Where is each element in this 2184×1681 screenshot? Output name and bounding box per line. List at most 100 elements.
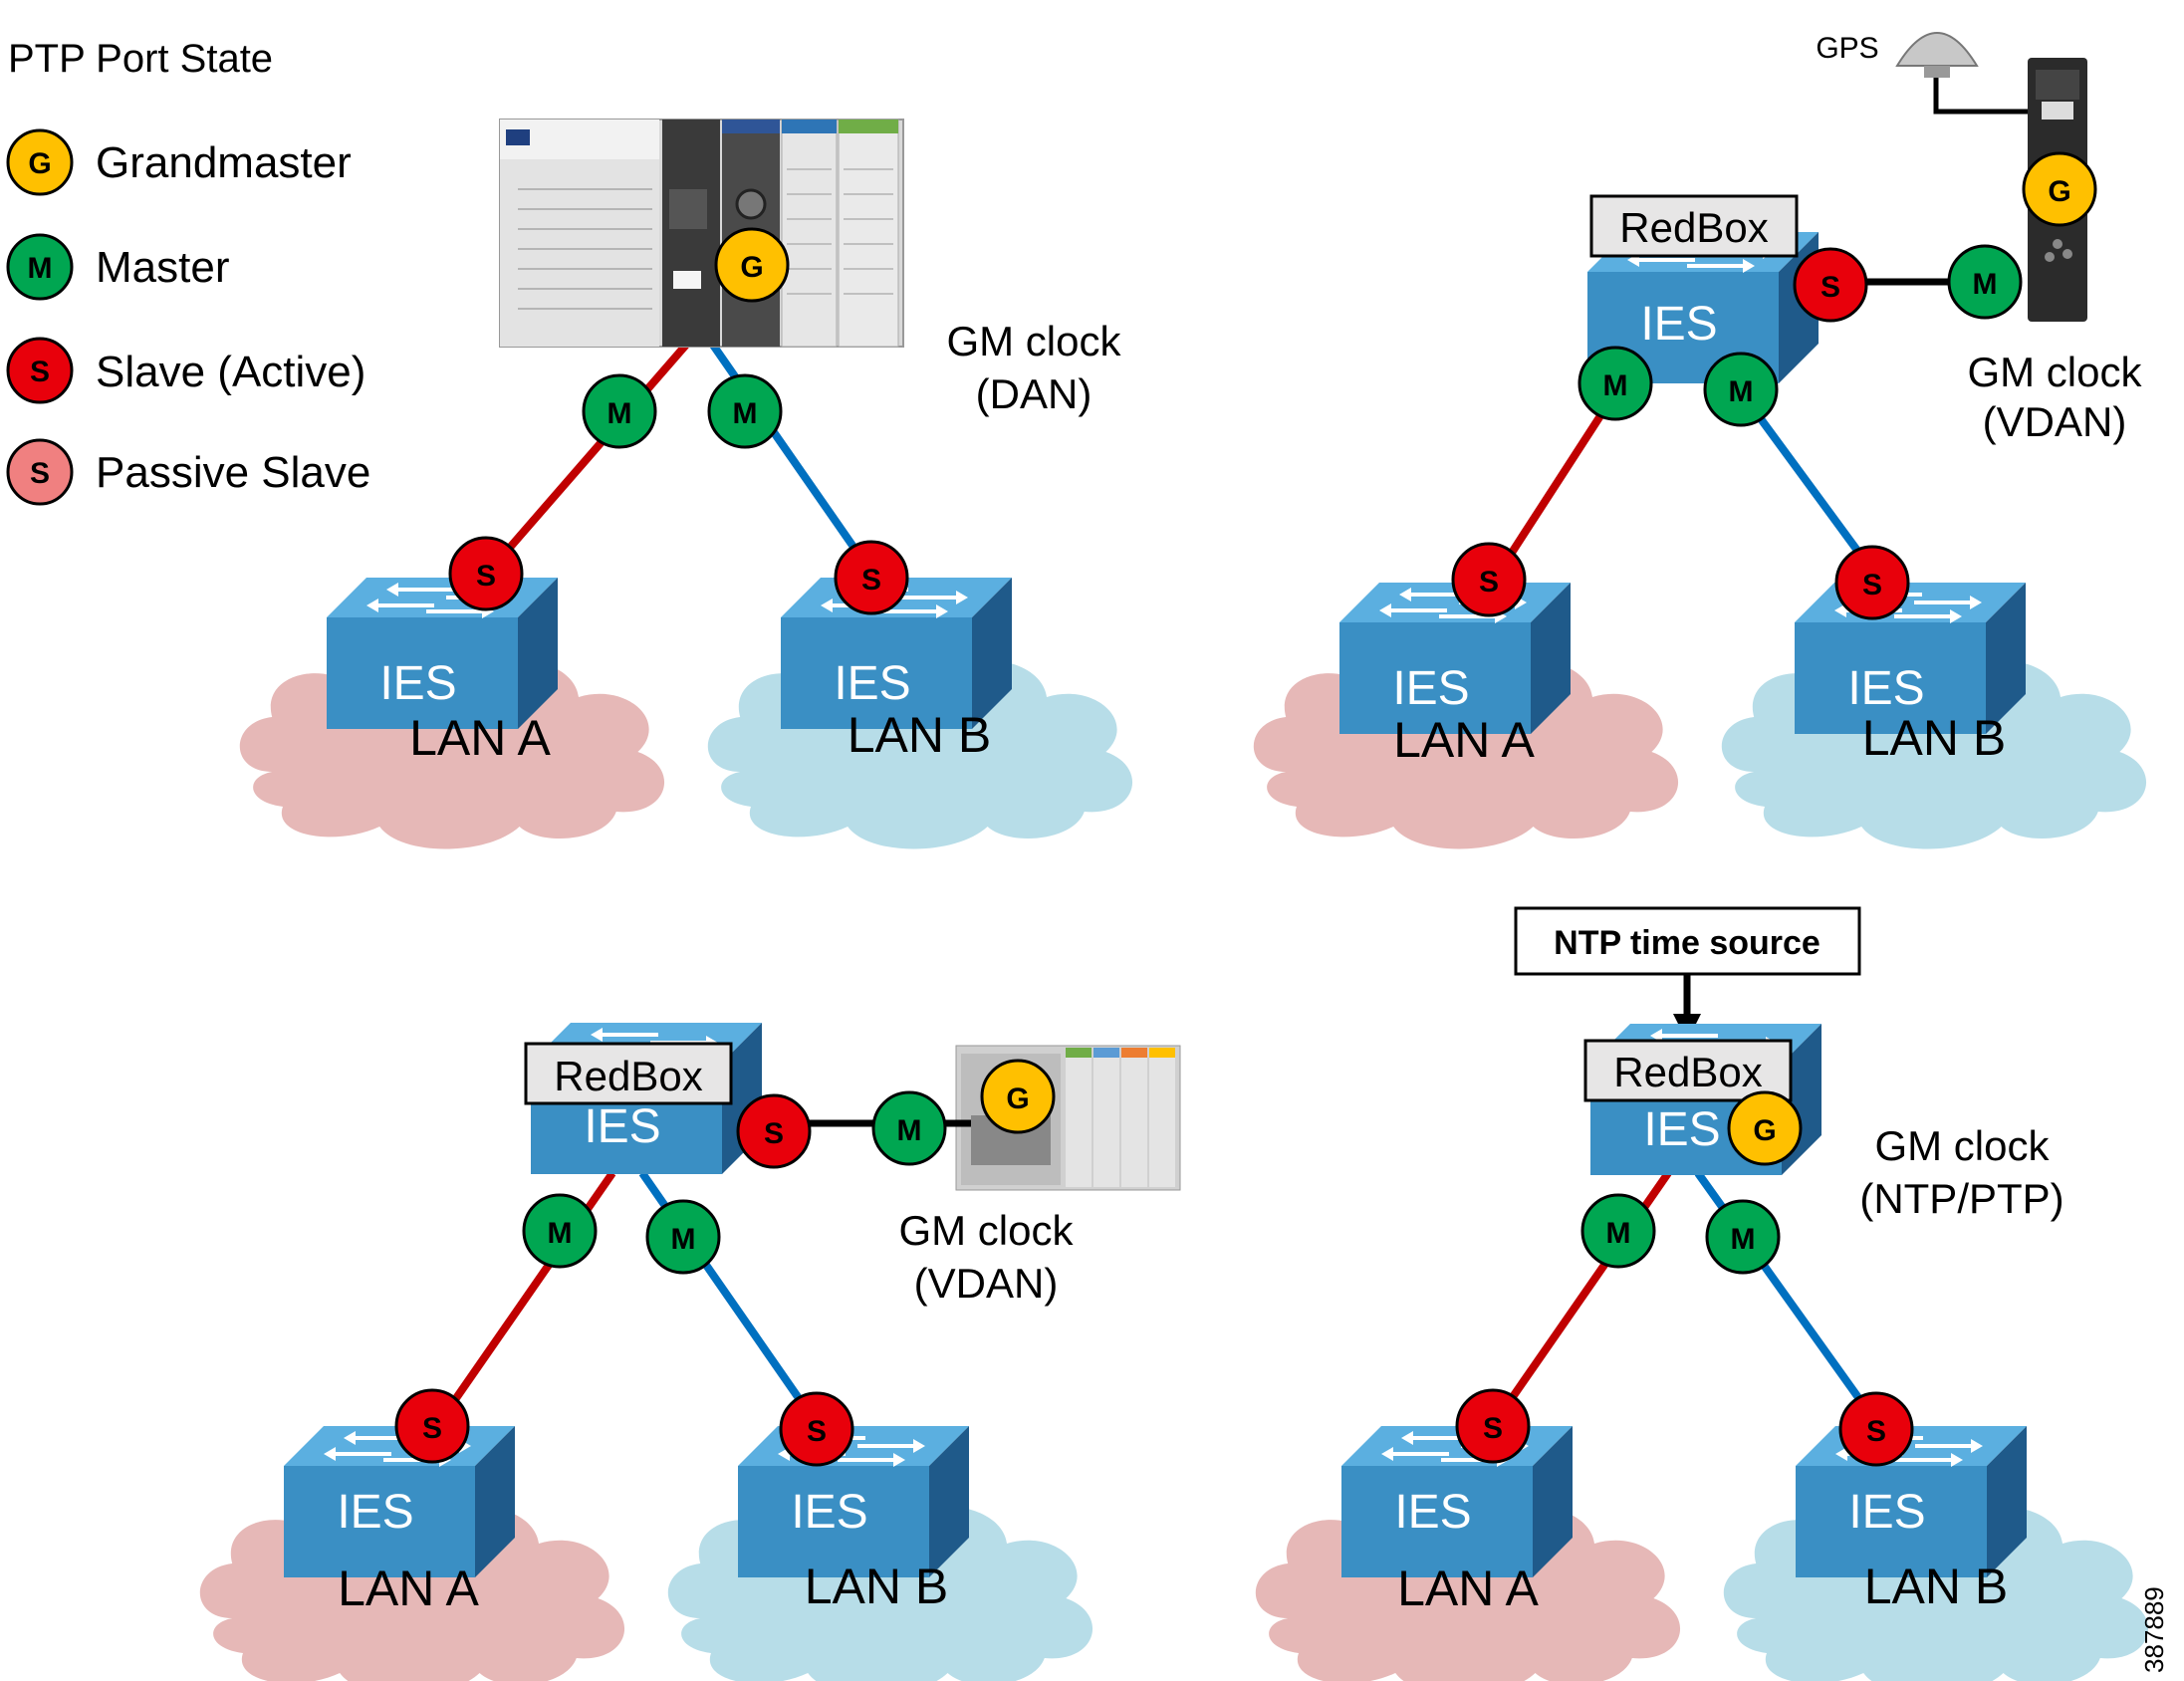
svg-text:S: S: [861, 564, 881, 597]
gm-clock-type-label: (DAN): [976, 370, 1092, 417]
slave-badge: S: [448, 536, 524, 611]
panel-top-left: IES IES: [239, 119, 1133, 849]
master-badge: M: [1703, 352, 1779, 427]
legend-letter: S: [30, 356, 50, 388]
master-badge: M: [707, 373, 783, 449]
lan-b-label: LAN B: [805, 1559, 949, 1614]
svg-text:M: M: [897, 1114, 922, 1147]
switch-label: IES: [337, 1486, 413, 1539]
svg-text:S: S: [1479, 566, 1499, 599]
legend: PTP Port State G Grandmaster M Master S …: [6, 37, 370, 506]
svg-text:M: M: [1973, 268, 1998, 301]
svg-text:S: S: [764, 1117, 784, 1150]
figure-id: 387889: [2139, 1586, 2169, 1673]
switch-label: IES: [584, 1100, 660, 1153]
redbox-label-box: RedBox: [524, 1042, 733, 1105]
panel-bottom-right: NTP time source IES RedBox IES IES G M: [1255, 906, 2149, 1681]
ntp-source-box: NTP time source: [1514, 906, 1861, 976]
master-badge: M: [645, 1199, 721, 1275]
gm-clock-label: GM clock: [1874, 1122, 2050, 1169]
legend-item-grandmaster: G Grandmaster: [6, 128, 352, 196]
switch-label: IES: [834, 657, 910, 710]
master-badge: M: [1705, 1199, 1781, 1275]
svg-text:G: G: [740, 251, 763, 284]
gps-antenna-icon: [1895, 32, 2038, 115]
grandmaster-badge: G: [714, 227, 790, 303]
ies-switch-icon: IES: [282, 1424, 517, 1579]
svg-text:RedBox: RedBox: [554, 1053, 702, 1099]
slave-badge: S: [1793, 247, 1868, 323]
redbox-switch-icon: IES: [529, 1021, 764, 1176]
legend-label: Grandmaster: [96, 138, 352, 187]
legend-label: Slave (Active): [96, 348, 365, 396]
svg-text:M: M: [548, 1217, 573, 1250]
legend-letter: M: [28, 252, 53, 285]
redbox-switch-icon: IES: [1585, 230, 1820, 385]
slave-badge: S: [736, 1093, 812, 1169]
slave-badge: S: [1451, 542, 1527, 617]
master-badge: M: [522, 1193, 598, 1269]
slave-badge: S: [1834, 545, 1910, 620]
master-badge: M: [871, 1090, 947, 1166]
lan-b-label: LAN B: [1862, 710, 2007, 766]
svg-text:M: M: [1603, 369, 1628, 402]
gm-clock-label: GM clock: [1967, 349, 2142, 395]
slave-badge-icon: [6, 337, 74, 404]
svg-text:M: M: [733, 397, 758, 430]
svg-text:RedBox: RedBox: [1619, 204, 1768, 251]
lan-b-label: LAN B: [848, 707, 992, 763]
switch-label: IES: [379, 657, 456, 710]
switch-label: IES: [1848, 1486, 1925, 1539]
switch-label: IES: [1640, 298, 1717, 351]
grandmaster-badge: G: [1727, 1090, 1803, 1166]
ies-switch-icon: IES: [1337, 581, 1573, 736]
grandmaster-badge: G: [980, 1059, 1056, 1134]
legend-label: Master: [96, 243, 229, 292]
switch-label: IES: [791, 1486, 867, 1539]
lan-b-label: LAN B: [1864, 1559, 2009, 1614]
ies-switch-icon: IES: [779, 576, 1014, 731]
legend-item-master: M Master: [6, 233, 229, 301]
gm-clock-type-label: (VDAN): [1983, 398, 2127, 445]
svg-text:S: S: [1820, 271, 1840, 304]
svg-text:S: S: [807, 1415, 827, 1448]
redbox-label-box: RedBox: [1589, 194, 1799, 258]
svg-text:M: M: [1729, 375, 1754, 408]
switch-label: IES: [1847, 662, 1924, 715]
panel-bottom-left: IES RedBox IES IES: [199, 1021, 1181, 1681]
lan-a-label: LAN A: [409, 710, 551, 766]
slave-badge: S: [1455, 1388, 1531, 1464]
ies-switch-icon: IES: [325, 576, 560, 731]
svg-text:G: G: [2048, 175, 2070, 208]
svg-text:S: S: [1866, 1415, 1886, 1448]
gm-clock-type-label: (NTP/PTP): [1859, 1175, 2063, 1222]
grandmaster-badge-icon: [6, 128, 74, 196]
legend-item-slave-active: S Slave (Active): [6, 337, 365, 404]
svg-text:S: S: [1483, 1412, 1503, 1445]
lan-a-label: LAN A: [1397, 1561, 1539, 1616]
svg-text:M: M: [1731, 1223, 1756, 1256]
svg-text:S: S: [422, 1412, 442, 1445]
gps-label: GPS: [1816, 32, 1878, 65]
master-badge-icon: [6, 233, 74, 301]
panel-top-right: IES RedBox IES IES GPS: [1253, 32, 2147, 849]
ies-switch-icon: IES: [1339, 1424, 1575, 1579]
legend-letter: S: [30, 457, 50, 490]
redbox-switch-icon: IES: [1588, 1022, 1823, 1177]
svg-text:G: G: [1753, 1114, 1776, 1147]
lan-a-label: LAN A: [338, 1561, 479, 1616]
grandmaster-badge: G: [2022, 151, 2097, 227]
master-badge: M: [1580, 1193, 1656, 1269]
svg-text:RedBox: RedBox: [1613, 1049, 1762, 1095]
svg-text:M: M: [1606, 1217, 1631, 1250]
slave-badge: S: [779, 1391, 854, 1467]
svg-text:S: S: [476, 560, 496, 593]
legend-letter: G: [28, 147, 51, 180]
redbox-label-box: RedBox: [1583, 1039, 1793, 1102]
plc-chassis-image: [499, 119, 904, 348]
ies-switch-icon: IES: [1793, 581, 2028, 736]
legend-label: Passive Slave: [96, 448, 370, 497]
passive-slave-badge-icon: [6, 438, 74, 506]
master-badge: M: [1577, 346, 1653, 421]
